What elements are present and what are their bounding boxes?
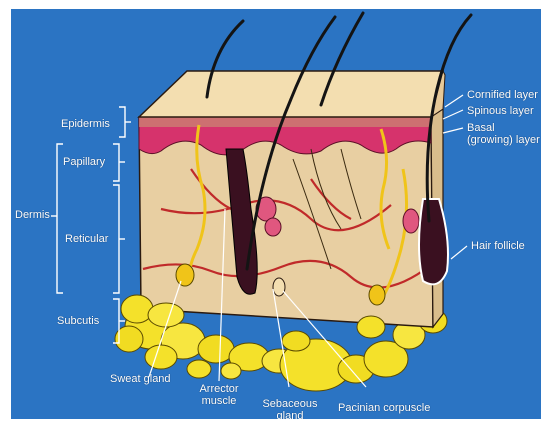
spinous-layer-band: [139, 117, 431, 127]
pacinian-corpuscle: [273, 278, 285, 296]
cornified-layer-label: Cornified layer: [467, 89, 538, 101]
hair-follicle-label: Hair follicle: [471, 240, 525, 252]
dermis-label: Dermis: [15, 209, 50, 221]
sweat-gland-label: Sweat gland: [110, 373, 171, 385]
cornified-layer-surface: [139, 71, 443, 117]
subcutis-label: Subcutis: [57, 315, 99, 327]
spinous-layer-label: Spinous layer: [467, 105, 534, 117]
epidermis-label: Epidermis: [61, 118, 110, 130]
slide-background: Epidermis Papillary Dermis Reticular Sub…: [11, 9, 541, 419]
pacinian-corpuscle-label: Pacinian corpuscle: [338, 402, 430, 414]
sebaceous-gland-label: Sebaceous gland: [259, 398, 321, 419]
layer-brackets: [51, 107, 131, 343]
papillary-label: Papillary: [63, 156, 105, 168]
skin-cross-section-illustration: [11, 9, 541, 419]
basal-layer-label: Basal (growing) layer: [467, 122, 541, 146]
reticular-label: Reticular: [65, 233, 108, 245]
arrector-muscle-label: Arrector muscle: [193, 383, 245, 407]
